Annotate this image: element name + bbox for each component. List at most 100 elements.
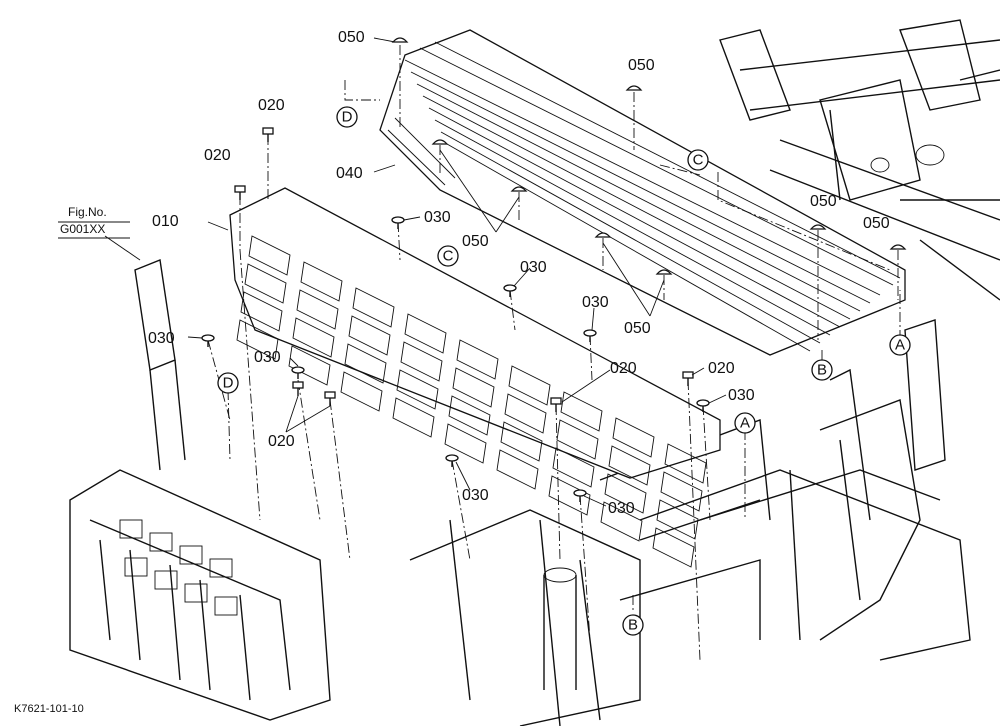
bolt-020 [262,127,274,142]
panel-grid-hole [448,395,491,436]
label-030: 030 [424,209,451,226]
panel-grid-hole [560,391,603,432]
rivet-050 [809,224,827,230]
panel-grid-hole [444,423,487,464]
panel-grid-hole [352,287,395,328]
fasteners [201,37,907,502]
panel-grid-hole [552,447,595,488]
floor-mat-040 [379,29,906,356]
floor-panel-010 [229,187,721,568]
label-020: 020 [610,360,637,377]
label-030: 030 [728,387,755,404]
label-050: 050 [338,29,365,46]
panel-grid-hole [404,313,447,354]
panel-grid-hole [660,471,703,512]
rivet-050 [655,269,673,275]
svg-text:A: A [740,415,750,432]
panel-grid-hole [340,371,383,412]
panel-grid-hole [392,397,435,438]
figure-ref-line1: Fig.No. [68,205,107,219]
panel-grid-hole [656,499,699,540]
panel-grid-hole [288,345,331,386]
label-020: 020 [268,433,295,450]
svg-text:D: D [223,375,234,392]
label-050: 050 [624,320,651,337]
bolt-020 [292,381,304,396]
bolt-020 [682,371,694,386]
drawing-number: K7621-101-10 [14,703,84,715]
clip-030 [445,454,459,467]
rivet-050 [431,139,449,145]
connector-B: B [811,359,833,381]
panel-grid-hole [612,417,655,458]
label-040: 040 [336,165,363,182]
panel-grid-hole [396,369,439,410]
panel-grid-hole [456,339,499,380]
svg-text:D: D [342,109,353,126]
panel-grid-hole [508,365,551,406]
panel-grid-hole [248,235,291,276]
bolt-020 [550,397,562,412]
panel-grid-hole [344,343,387,384]
connector-D: D [217,372,239,394]
connector-A: A [889,334,911,356]
label-020: 020 [708,360,735,377]
panel-grid-hole [600,501,643,542]
svg-text:B: B [817,362,827,379]
label-050: 050 [863,215,890,232]
bolt-020 [234,185,246,200]
figure-ref-line2: G001XX [60,222,105,236]
clip-030 [391,216,405,229]
bolt-020 [324,391,336,406]
panel-grid-hole [504,393,547,434]
panel-grid-hole [604,473,647,514]
panel-grid-hole [296,289,339,330]
clip-030 [583,329,597,342]
rivet-050 [391,37,409,43]
panel-grid-hole [664,443,707,484]
label-030: 030 [462,487,489,504]
rivet-050 [625,85,643,91]
label-050: 050 [628,57,655,74]
clip-030 [696,399,710,412]
assembly-lines [207,45,901,661]
label-030: 030 [608,500,635,517]
panel-grid-hole [452,367,495,408]
panel-grid-hole [240,291,283,332]
label-050: 050 [810,193,837,210]
connector-D: D [336,106,358,128]
panel-grid-hole [556,419,599,460]
panel-grid-hole [608,445,651,486]
frame-upper-right [719,19,1000,301]
frame-lower [69,259,971,726]
label-010: 010 [152,213,179,230]
panel-grid-hole [496,449,539,490]
label-020: 020 [204,147,231,164]
callout-leaders [104,37,727,507]
rivet-050 [889,244,907,250]
panel-grid-hole [500,421,543,462]
panel-grid-hole [300,261,343,302]
label-020: 020 [258,97,285,114]
panel-grid-hole [548,475,591,516]
svg-text:C: C [693,152,704,169]
label-030: 030 [148,330,175,347]
connector-B: B [622,614,644,636]
clip-030 [503,284,517,297]
panel-grid-hole [292,317,335,358]
panel-grid-hole [348,315,391,356]
rivet-050 [594,232,612,238]
panel-grid-hole [400,341,443,382]
label-030: 030 [582,294,609,311]
clip-030 [573,489,587,502]
svg-text:B: B [628,617,638,634]
panel-grid-hole [652,527,695,568]
panel-grid-hole [244,263,287,304]
rivet-050 [510,186,528,192]
connector-C: C [687,149,709,171]
panel-grid-hole [236,319,279,360]
connector-C: C [437,245,459,267]
label-030: 030 [254,349,281,366]
